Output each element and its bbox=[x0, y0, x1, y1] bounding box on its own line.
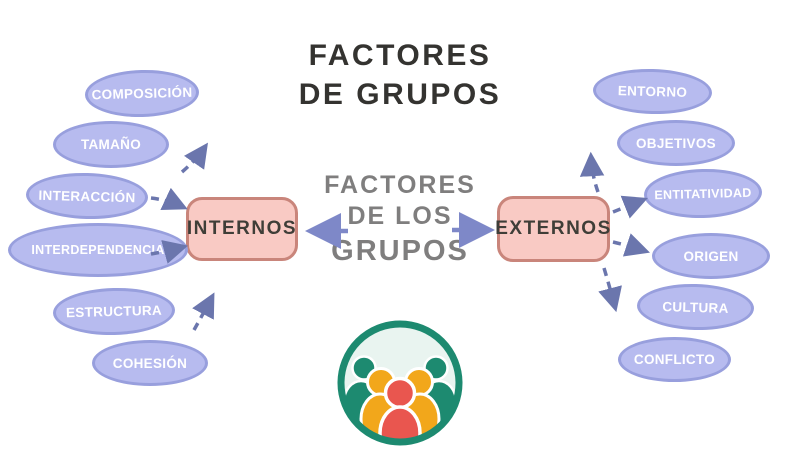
dashed-arrow-interaccion bbox=[150, 187, 188, 210]
factor-label: COMPOSICIÓN bbox=[91, 84, 193, 103]
factor-bubble-entorno: ENTORNO bbox=[592, 67, 713, 116]
node-externos-label: EXTERNOS bbox=[495, 218, 612, 239]
page-title-line2: DE GRUPOS bbox=[298, 78, 502, 111]
central-concept-line3: GRUPOS bbox=[331, 234, 469, 267]
dashed-arrow-tamano bbox=[180, 142, 208, 174]
factor-bubble-cultura: CULTURA bbox=[636, 282, 755, 332]
node-externos: EXTERNOS bbox=[495, 196, 612, 262]
central-concept-line2: DE LOS bbox=[347, 202, 453, 231]
group-of-people-logo bbox=[337, 320, 463, 446]
factor-label: ESTRUCTURA bbox=[65, 302, 163, 321]
dashed-arrow-cultura bbox=[598, 267, 622, 313]
factor-bubble-estructura: ESTRUCTURA bbox=[52, 286, 176, 337]
node-internos: INTERNOS bbox=[186, 197, 298, 261]
factor-bubble-conflicto: CONFLICTO bbox=[618, 337, 731, 382]
factor-bubble-objetivos: OBJETIVOS bbox=[617, 120, 735, 166]
dashed-arrow-entorno bbox=[579, 151, 605, 193]
factor-bubble-composicion: COMPOSICIÓN bbox=[84, 68, 200, 119]
factor-label: COHESIÓN bbox=[112, 355, 188, 371]
page-title: FACTORES DE GRUPOS bbox=[250, 36, 550, 114]
factor-bubble-origen: ORIGEN bbox=[652, 233, 770, 279]
factor-label: ENTITATIVIDAD bbox=[654, 185, 752, 202]
page-title-line1: FACTORES bbox=[308, 39, 492, 72]
factor-label: OBJETIVOS bbox=[636, 135, 716, 151]
factor-label: ENTORNO bbox=[617, 83, 688, 100]
central-concept-line1: FACTORES bbox=[324, 171, 476, 199]
central-concept-label: FACTORES DE LOS GRUPOS bbox=[290, 170, 510, 269]
factor-bubble-cohesion: COHESIÓN bbox=[92, 340, 208, 386]
node-internos-label: INTERNOS bbox=[186, 218, 298, 239]
factor-label: CULTURA bbox=[662, 298, 729, 316]
factor-bubble-tamano: TAMAÑO bbox=[53, 121, 169, 168]
factor-label: INTERACCIÓN bbox=[38, 187, 136, 205]
dashed-arrow-entitatividad bbox=[612, 195, 648, 219]
logo-circle-ring bbox=[337, 320, 463, 446]
factor-label: ORIGEN bbox=[683, 248, 739, 264]
dashed-arrow-origen bbox=[612, 233, 650, 257]
dashed-arrow-estructura bbox=[192, 292, 215, 331]
factor-label: INTERDEPENDENCIA bbox=[31, 243, 165, 257]
person-figure-red-front bbox=[378, 376, 422, 439]
factor-bubble-entitatividad: ENTITATIVIDAD bbox=[643, 167, 763, 220]
factor-label: TAMAÑO bbox=[80, 137, 142, 152]
factor-label: CONFLICTO bbox=[633, 352, 716, 367]
factor-bubble-interaccion: INTERACCIÓN bbox=[25, 171, 149, 221]
factor-bubble-interdependencia: INTERDEPENDENCIA bbox=[8, 223, 188, 277]
